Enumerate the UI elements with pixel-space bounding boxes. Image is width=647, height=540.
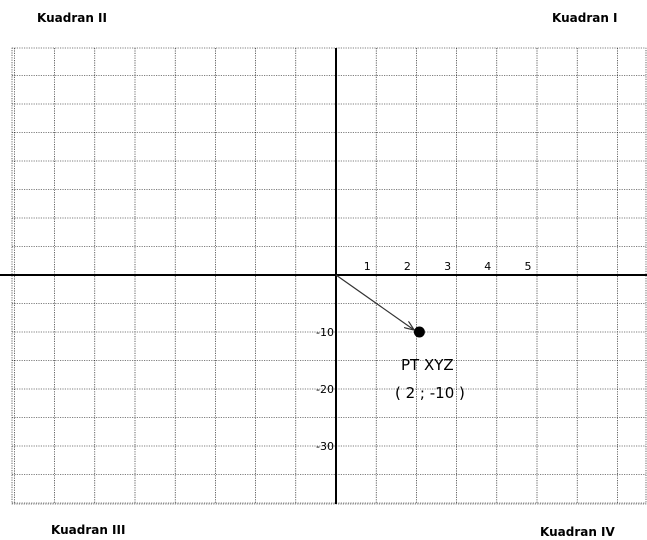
point-labels: PT XYZ ( 2 ; -10 ) [395,356,465,402]
vector-arrow [335,274,413,330]
y-tick-label: -20 [316,383,334,396]
x-tick-label: 3 [444,260,451,273]
x-tick-label: 4 [484,260,491,273]
quadrant-3-label: Kuadran III [51,523,126,537]
tick-labels: 1 2 3 4 5 -10 -20 -30 [316,260,531,453]
x-tick-label: 2 [404,260,411,273]
x-tick-label: 5 [525,260,532,273]
quadrant-4-label: Kuadran IV [540,525,615,539]
y-tick-label: -10 [316,326,334,339]
point-coords-label: ( 2 ; -10 ) [395,384,465,402]
x-tick-label: 1 [364,260,371,273]
point-marker [413,326,425,338]
point-name-label: PT XYZ [401,356,454,374]
vector [335,274,425,338]
quadrant-1-label: Kuadran I [552,11,618,25]
quadrant-2-label: Kuadran II [37,11,107,25]
axes [0,48,647,504]
y-tick-label: -30 [316,440,334,453]
